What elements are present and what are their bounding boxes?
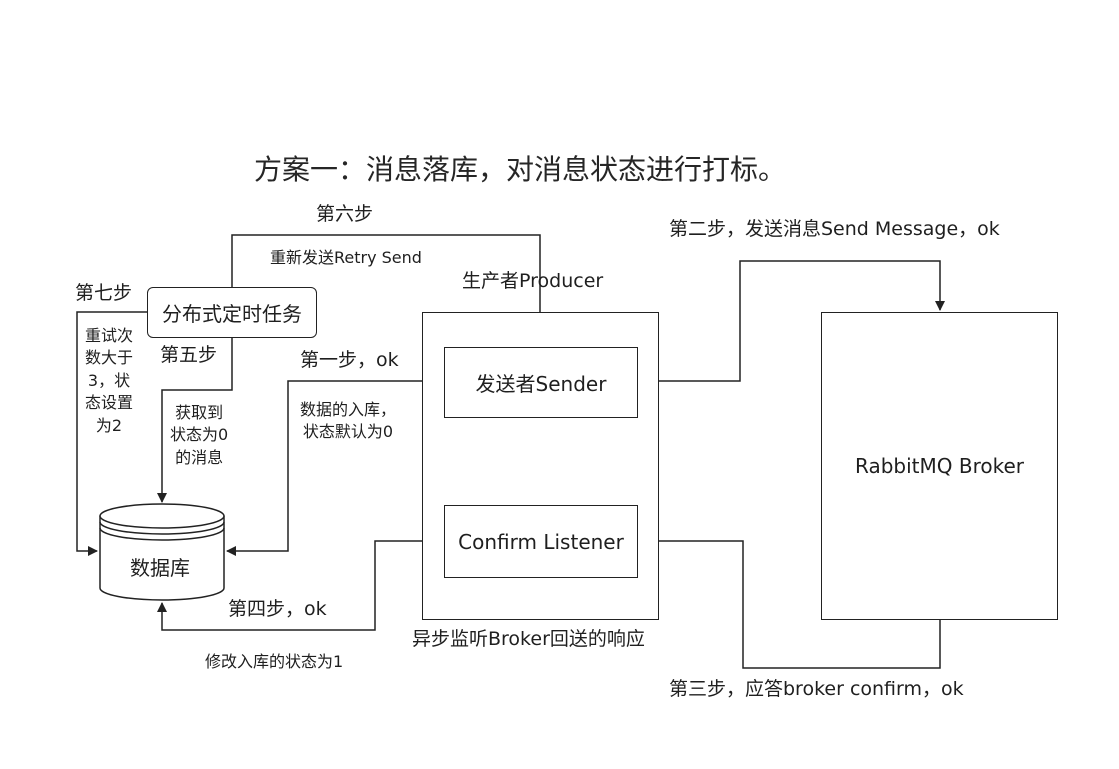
- sender-box: 发送者Sender: [444, 347, 638, 418]
- broker-box: RabbitMQ Broker: [821, 312, 1058, 620]
- step4-note: 修改入库的状态为1: [205, 652, 344, 671]
- arrow-step7: [76, 311, 147, 556]
- step2-label: 第二步，发送消息Send Message，ok: [669, 218, 1000, 240]
- step7-note: 重试次 数大于 3，状 态设置 为2: [84, 326, 133, 435]
- step6-note: 重新发送Retry Send: [270, 248, 422, 267]
- arrow-step1: [226, 380, 444, 556]
- confirm-listener-box: Confirm Listener: [444, 505, 638, 578]
- diagram-title: 方案一：消息落库，对消息状态进行打标。: [254, 153, 787, 186]
- sender-label: 发送者Sender: [475, 372, 607, 396]
- arrow-step2: [637, 260, 945, 382]
- step7-label: 第七步: [75, 282, 133, 304]
- arrow-step4: [157, 540, 444, 631]
- step1-label: 第一步，ok: [300, 349, 399, 371]
- confirm-listener-label: Confirm Listener: [458, 529, 624, 554]
- arrow-step5: [157, 338, 233, 503]
- step6-label: 第六步: [316, 203, 374, 225]
- arrow-step6: [231, 234, 545, 345]
- step4-label: 第四步，ok: [228, 598, 327, 620]
- step5-label: 第五步: [160, 344, 218, 366]
- database-label: 数据库: [130, 556, 190, 580]
- async-listener-note: 异步监听Broker回送的响应: [412, 628, 645, 650]
- arrow-step3: [639, 536, 941, 669]
- step5-note: 获取到 状态为0 的消息: [170, 403, 229, 467]
- producer-label: 生产者Producer: [462, 270, 604, 292]
- scheduled-task-box: 分布式定时任务: [147, 287, 317, 338]
- scheduled-task-label: 分布式定时任务: [162, 302, 302, 326]
- broker-label: RabbitMQ Broker: [855, 454, 1024, 478]
- database-cylinder: [99, 503, 225, 601]
- step1-note: 数据的入库， 状态默认为0: [300, 400, 397, 442]
- step3-label: 第三步，应答broker confirm，ok: [669, 678, 964, 700]
